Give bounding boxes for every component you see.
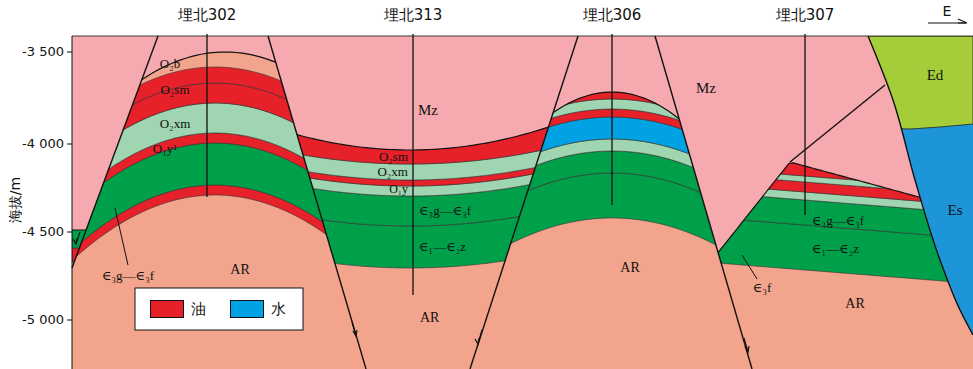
formation-label: ∈₁—∈₂z (812, 242, 859, 256)
well-name: 埋北302 (178, 7, 237, 24)
formation-label: AR (620, 260, 639, 275)
slip-arrow (745, 346, 749, 352)
slip-arrow (475, 338, 479, 344)
direction-label: E (943, 4, 952, 19)
formation-label: O₂b (160, 57, 180, 71)
tick-label: -4 500 (22, 225, 64, 239)
fault-line (868, 36, 973, 335)
tick-label: -5 000 (22, 313, 64, 327)
unconformity (266, 114, 582, 150)
formation-label: Ed (927, 67, 944, 84)
formation-label: ∈₃f (753, 281, 771, 295)
slip-arrow (353, 330, 357, 336)
formation-label: Mz (696, 80, 716, 97)
well-name: 埋北306 (583, 7, 642, 24)
tick-label: -4 000 (22, 137, 64, 151)
slip-arrow (744, 338, 748, 352)
legend-swatch (230, 300, 264, 318)
formation-label: ∈₃g—∈₃f (419, 204, 471, 218)
well-line (206, 34, 207, 197)
well-line (611, 34, 612, 205)
slip-arrow (73, 238, 77, 244)
formation-label: O₂sm (160, 83, 189, 97)
formation-label: O₁y (389, 183, 408, 196)
formation-label: AR (230, 262, 249, 277)
formation-label: AR (420, 310, 439, 325)
formation-label: O₂xm (160, 117, 191, 131)
legend-box (135, 288, 303, 330)
es-fill (860, 36, 973, 369)
formation-label: ∈₁—∈₂z (419, 240, 466, 254)
fault-block (860, 36, 973, 369)
fault-line (790, 85, 885, 162)
slip-arrow (352, 322, 356, 336)
axis-tick (67, 320, 72, 321)
fault-line (470, 36, 578, 369)
y-axis (72, 36, 73, 369)
legend-swatch (150, 300, 184, 318)
formation-label: O₂sm (379, 150, 408, 164)
tick-label: -3 500 (22, 45, 64, 59)
leader-line (742, 255, 757, 279)
formation-label: O₁y¹ (153, 142, 177, 156)
legend-text: 水 (271, 301, 286, 318)
axis-tick (67, 144, 72, 145)
axis-tick (67, 52, 72, 53)
direction-arrow (958, 19, 967, 23)
mz-cover (266, 0, 582, 150)
fault-line (655, 36, 752, 369)
axis-title: 海拔/m (8, 177, 23, 223)
ed-fill (860, 36, 973, 129)
formation-label: Es (948, 202, 963, 219)
formation-label: AR (845, 296, 864, 311)
well-name: 埋北313 (384, 7, 443, 24)
formation-label: ∈₃g—∈₃f (812, 214, 864, 228)
leader-line (115, 208, 128, 265)
formation-label: Mz (418, 102, 438, 119)
formation-label: ∈₃g—∈₃f (102, 269, 154, 283)
formation-label: O₂xm (377, 165, 408, 179)
well-line (412, 34, 413, 295)
fault-line (72, 36, 158, 268)
legend-text: 油 (191, 301, 206, 318)
plot-top (72, 36, 973, 37)
axis-tick (67, 232, 72, 233)
well-name: 埋北307 (776, 7, 835, 24)
well-line (804, 34, 805, 215)
